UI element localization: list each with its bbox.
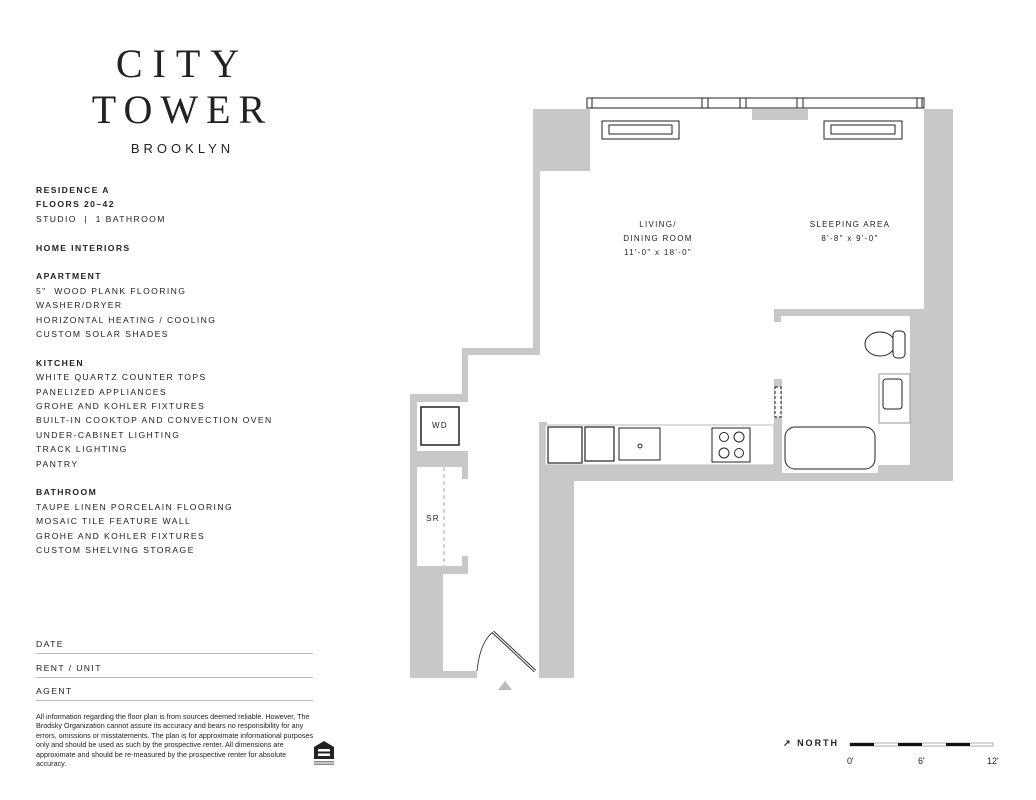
scale-tick: 6' — [918, 756, 925, 766]
cooktop-icon — [711, 427, 751, 463]
date-field: DATE — [36, 639, 313, 654]
feature-item: WHITE QUARTZ COUNTER TOPS — [36, 372, 207, 383]
north-label: NORTH — [797, 738, 840, 748]
entry-arrow-icon — [498, 681, 512, 690]
feature-item: GROHE AND KOHLER FIXTURES — [36, 530, 206, 541]
scale-tick: 12' — [987, 756, 999, 766]
residence-name: RESIDENCE A — [36, 185, 110, 195]
heater-grille — [608, 124, 673, 135]
feature-item: TAUPE LINEN PORCELAIN FLOORING — [36, 501, 234, 512]
sr-closet — [424, 467, 462, 566]
living-label-2: DINING ROOM — [623, 234, 692, 243]
living-label: LIVING/ — [639, 220, 677, 229]
feature-item: CUSTOM SHELVING STORAGE — [36, 545, 195, 556]
washer-dryer-box — [420, 406, 460, 446]
sleeping-label: SLEEPING AREA — [810, 220, 890, 229]
scale-tick: 0' — [847, 756, 854, 766]
agent-field: AGENT — [36, 686, 313, 701]
arrow-up-right-icon: ↗ — [783, 738, 793, 748]
section-title: KITCHEN — [36, 357, 84, 368]
logo-tower: TOWER — [91, 87, 274, 132]
feature-item: CUSTOM SOLAR SHADES — [36, 329, 169, 340]
sleeping-dims: 8'-8" x 9'-0" — [821, 234, 878, 243]
feature-item: WASHER/DRYER — [36, 300, 123, 311]
sr-label: SR — [426, 514, 440, 523]
bathroom-sink-icon — [882, 378, 903, 410]
toilet-tank — [892, 330, 906, 359]
logo-city: CITY — [115, 41, 250, 86]
equal-housing-opportunity-icon — [314, 741, 334, 765]
feature-item: GROHE AND KOHLER FIXTURES — [36, 401, 206, 412]
logo-brooklyn: BROOKLYN — [130, 141, 235, 156]
toilet-icon — [864, 331, 896, 357]
windows — [586, 97, 925, 109]
section-title: BATHROOM — [36, 487, 98, 498]
residence-type: STUDIO | 1 BATHROOM — [36, 213, 166, 224]
scale-bar — [849, 742, 994, 747]
residence-floors: FLOORS 20–42 — [36, 199, 115, 210]
feature-item: HORIZONTAL HEATING / COOLING — [36, 314, 217, 325]
feature-item: TRACK LIGHTING — [36, 444, 128, 455]
towel-bar — [774, 386, 782, 418]
living-dims: 11'-0" x 18'-0" — [624, 248, 692, 257]
rent-unit-field: RENT / UNIT — [36, 663, 313, 678]
walls — [410, 109, 953, 678]
bathtub-icon — [784, 426, 876, 470]
feature-item: PANTRY — [36, 458, 79, 469]
disclaimer: All information regarding the floor plan… — [36, 712, 314, 769]
door-swing-arc — [476, 631, 494, 672]
refrigerator-icon — [547, 426, 583, 464]
section-title: APARTMENT — [36, 271, 102, 282]
spec-list: RESIDENCE A FLOORS 20–42 STUDIO | 1 BATH… — [36, 183, 273, 558]
feature-item: MOSAIC TILE FEATURE WALL — [36, 516, 192, 527]
north-indicator: ↗ NORTH — [783, 738, 839, 749]
feature-item: 5" WOOD PLANK FLOORING — [36, 285, 187, 296]
feature-item: PANELIZED APPLIANCES — [36, 386, 168, 397]
dishwasher-icon — [584, 426, 615, 462]
feature-item: UNDER-CABINET LIGHTING — [36, 429, 181, 440]
heater-grille — [830, 124, 896, 135]
wd-label: WD — [432, 421, 448, 430]
home-interiors-title: HOME INTERIORS — [36, 242, 131, 253]
feature-item: BUILT-IN COOKTOP AND CONVECTION OVEN — [36, 415, 273, 426]
drain-icon — [637, 443, 643, 449]
